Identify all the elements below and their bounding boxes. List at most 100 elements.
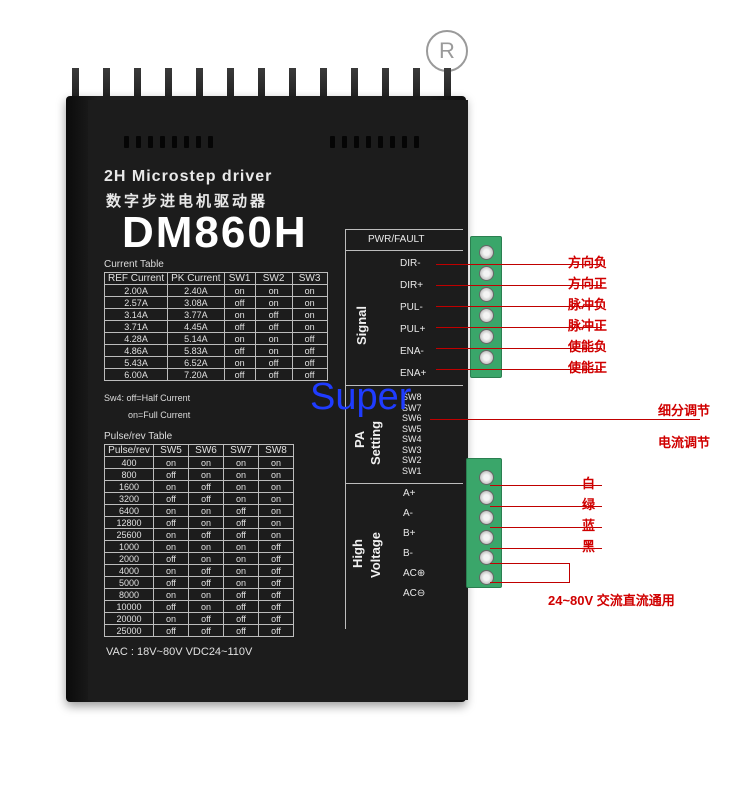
heatsink-fin <box>72 68 79 118</box>
callout-line <box>490 582 570 583</box>
current-table-cell: 4.45A <box>167 320 225 333</box>
vent-slot <box>136 136 141 148</box>
current-table-cell: 6.00A <box>103 368 169 381</box>
switch-pin-label: SW4 <box>402 434 422 444</box>
current-table-cell: on <box>291 296 328 309</box>
pulse-table-header-cell: Pulse/rev <box>104 444 154 457</box>
callout-line <box>490 563 570 564</box>
power-terminal-screw <box>479 570 494 585</box>
pulse-table-cell: off <box>153 492 189 505</box>
pulse-table-cell: on <box>153 456 189 469</box>
heatsink-fin <box>289 68 296 118</box>
current-table-cell: 6.52A <box>167 356 225 369</box>
signal-terminal-screw <box>479 308 494 323</box>
hv-pin-label: A- <box>403 508 413 519</box>
vent-slot <box>402 136 407 148</box>
heatsink-fin <box>320 68 327 118</box>
switch-pin-label: SW6 <box>402 413 422 423</box>
pulse-table-cell: off <box>223 624 259 637</box>
pulse-table-cell: off <box>188 480 224 493</box>
pulse-table-cell: 6400 <box>104 504 154 517</box>
pulse-table-cell: on <box>188 468 224 481</box>
signal-pin-label: ENA- <box>400 346 424 357</box>
pulse-table-cell: off <box>153 600 189 613</box>
voltage-label: Voltage <box>368 532 383 578</box>
pulse-table-cell: on <box>223 480 259 493</box>
callout-line <box>436 264 602 265</box>
pulse-table-cell: off <box>223 528 259 541</box>
pulse-table-cell: on <box>223 468 259 481</box>
current-table-cell: on <box>223 332 256 345</box>
pulse-table-cell: off <box>258 600 294 613</box>
heatsink-fin <box>258 68 265 118</box>
current-table-header-cell: REF Current <box>103 272 169 285</box>
pulse-table-cell: off <box>258 612 294 625</box>
vent-slot <box>414 136 419 148</box>
signal-terminal-screw <box>479 245 494 260</box>
pulse-table-cell: on <box>153 504 189 517</box>
pulse-table-cell: off <box>153 516 189 529</box>
pulse-table-cell: off <box>153 624 189 637</box>
pulse-table-cell: on <box>258 516 294 529</box>
vent-slot <box>342 136 347 148</box>
high-label: High <box>350 539 365 568</box>
current-table-cell: on <box>291 320 328 333</box>
switch-pin-label: SW1 <box>402 465 422 476</box>
callout-line <box>436 285 602 286</box>
signal-callout: 脉冲负 <box>568 297 608 312</box>
pulse-table-cell: off <box>188 576 224 589</box>
signal-pin-label: DIR+ <box>400 280 424 291</box>
power-terminal-screw <box>479 470 494 485</box>
voltage-rating: VAC : 18V~80V VDC24~110V <box>106 646 253 658</box>
current-table-cell: 4.28A <box>103 332 169 345</box>
pulse-table-cell: on <box>188 456 224 469</box>
divider <box>345 483 463 484</box>
heatsink-fin <box>165 68 172 118</box>
current-callout: 电流调节 <box>658 435 711 450</box>
pulse-table-cell: on <box>223 564 259 577</box>
current-table-cell: off <box>291 356 328 369</box>
current-table-cell: off <box>223 344 256 357</box>
pulse-table-cell: on <box>223 456 259 469</box>
pulse-table-cell: 25000 <box>104 624 154 637</box>
signal-pin-label: DIR- <box>400 258 421 269</box>
current-table-cell: on <box>254 296 293 309</box>
hv-pin-label: A+ <box>403 488 416 499</box>
current-table-cell: 3.14A <box>103 308 169 321</box>
power-terminal-screw <box>479 510 494 525</box>
power-terminal-screw <box>479 490 494 505</box>
pulse-table-cell: on <box>153 612 189 625</box>
wire-callout: 黑 <box>582 539 596 554</box>
current-table-cell: 2.57A <box>103 296 169 309</box>
pulse-table-cell: off <box>223 612 259 625</box>
current-table-cell: off <box>254 356 293 369</box>
pulse-table-cell: on <box>153 540 189 553</box>
current-table-cell: off <box>223 320 256 333</box>
signal-terminal-screw <box>479 329 494 344</box>
current-table-cell: 5.83A <box>167 344 225 357</box>
hv-pin-label: AC⊖ <box>403 588 426 599</box>
callout-line <box>490 506 602 507</box>
pulse-table-cell: 4000 <box>104 564 154 577</box>
microstep-callout: 细分调节 <box>658 403 711 418</box>
heatsink-fin <box>196 68 203 118</box>
pulse-table-cell: on <box>188 504 224 517</box>
current-table-cell: 7.20A <box>167 368 225 381</box>
signal-pin-label: PUL- <box>400 302 423 313</box>
hv-pin-label: B+ <box>403 528 416 539</box>
signal-pin-label: ENA+ <box>400 368 427 379</box>
pulse-table-cell: off <box>188 492 224 505</box>
pulse-table-cell: on <box>153 528 189 541</box>
pulse-table-cell: on <box>188 552 224 565</box>
pulse-table-cell: off <box>258 624 294 637</box>
pulse-table-cell: 2000 <box>104 552 154 565</box>
pulse-table-cell: on <box>258 468 294 481</box>
pulse-table-cell: 3200 <box>104 492 154 505</box>
pulse-table-cell: 5000 <box>104 576 154 589</box>
